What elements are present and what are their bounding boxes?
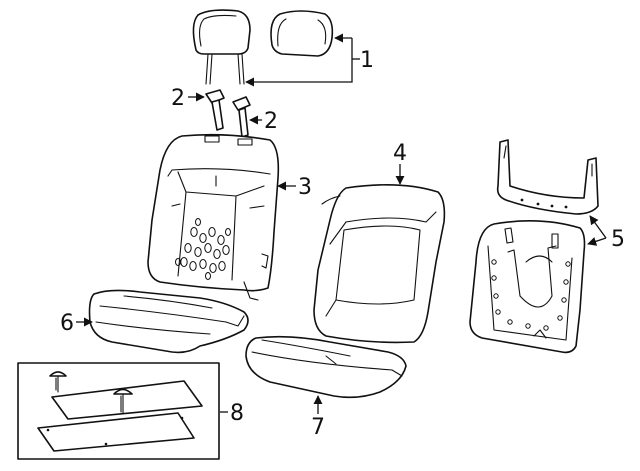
retainer-pin-right bbox=[113, 388, 133, 415]
seat-cushion bbox=[88, 289, 249, 354]
retainer-pin-left bbox=[49, 371, 67, 393]
headrest-guide-left bbox=[205, 89, 225, 131]
callout-3: 3 bbox=[298, 175, 312, 200]
callout-8: 8 bbox=[230, 401, 244, 426]
cushion-cover bbox=[245, 335, 407, 399]
seat-back-cover bbox=[313, 184, 446, 344]
callout-5: 5 bbox=[611, 227, 625, 252]
callout-1: 1 bbox=[360, 48, 374, 73]
headrest-right bbox=[270, 10, 334, 57]
kit-box bbox=[17, 362, 220, 460]
callout-4: 4 bbox=[393, 141, 407, 166]
callout-7: 7 bbox=[311, 415, 325, 440]
seatback-upper-frame bbox=[496, 139, 599, 215]
leader-lines bbox=[76, 33, 607, 414]
callout-2-left: 2 bbox=[171, 86, 185, 111]
headrest-guide-right bbox=[232, 96, 251, 138]
seatback-rear-panel bbox=[469, 220, 586, 354]
headrest-left bbox=[192, 9, 251, 85]
seat-back-frame bbox=[147, 133, 280, 301]
callout-2-right: 2 bbox=[264, 109, 278, 134]
callout-6: 6 bbox=[60, 311, 74, 336]
